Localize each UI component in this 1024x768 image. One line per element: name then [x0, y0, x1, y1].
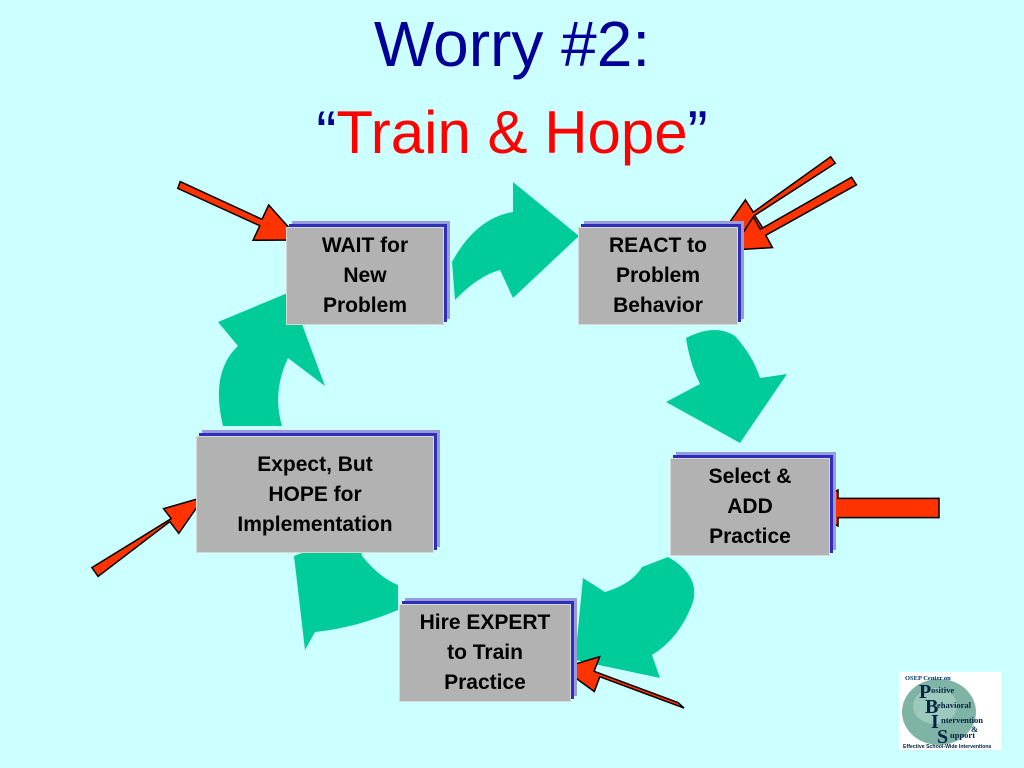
pointer-arrow-wait [176, 180, 302, 241]
step-line: Problem [322, 294, 407, 317]
pbis-logo: OSEP Center on P B I S ositive ehavioral… [899, 672, 1001, 750]
pbis-logo-graphic: OSEP Center on P B I S ositive ehavioral… [902, 675, 992, 750]
logo-letter-s: S [937, 726, 948, 748]
logo-header: OSEP Center on [905, 675, 951, 682]
logo-words: ositive ehavioral ntervention & upport [931, 685, 983, 740]
slide-subtitle: “Train & Hope” [0, 96, 1024, 170]
step-line: Practice [444, 671, 526, 694]
step-line: New [343, 264, 387, 287]
close-quote: ” [687, 99, 708, 166]
cycle-arrows [218, 182, 787, 678]
pointer-arrow-react-1 [718, 155, 837, 238]
logo-letters: P B I S [919, 681, 948, 748]
logo-word: & [971, 724, 978, 734]
cycle-arrow-wait-to-react [452, 182, 579, 300]
step-box-react: REACT to Problem Behavior [578, 227, 738, 325]
step-line: Select & [708, 465, 792, 488]
logo-word: ehavioral [937, 700, 972, 710]
step-text-select: Select & ADD Practice [709, 462, 792, 552]
slide-title: Worry #2: [373, 8, 651, 80]
step-text-expect: Expect, But HOPE for Implementation [237, 450, 392, 540]
cycle-arrow-hire-to-expect [294, 532, 398, 650]
pointer-arrows [90, 155, 940, 709]
step-line: Problem [615, 264, 701, 287]
logo-letter-i: I [931, 711, 939, 733]
step-line: Expect, But [257, 452, 373, 476]
open-quote: “ [316, 99, 337, 166]
step-line: Hire EXPERT [419, 611, 551, 634]
step-line: Behavior [613, 294, 703, 317]
pointer-arrow-hire [560, 655, 685, 709]
step-line: ADD [727, 495, 773, 518]
logo-globe-highlight [913, 688, 957, 724]
cycle-arrow-react-to-select [666, 329, 787, 443]
pointer-arrow-react-2 [730, 176, 858, 251]
cycle-arrow-expect-to-wait [218, 292, 325, 426]
step-line: Implementation [237, 512, 393, 536]
logo-letter-b: B [925, 696, 938, 718]
pointer-arrow-expect [90, 495, 206, 578]
step-box-select: Select & ADD Practice [670, 458, 830, 556]
step-line: HOPE for [268, 482, 362, 506]
step-box-expect: Expect, But HOPE for Implementation [196, 436, 434, 553]
logo-word: ositive [931, 685, 954, 695]
step-line: WAIT for [321, 234, 409, 257]
logo-word: upport [950, 730, 975, 740]
logo-tagline: Effective School-Wide Interventions [903, 744, 992, 750]
step-box-hire: Hire EXPERT to Train Practice [399, 604, 571, 702]
step-line: Practice [709, 525, 791, 548]
step-text-react: REACT to Problem Behavior [609, 231, 707, 321]
step-line: REACT to [609, 234, 707, 257]
step-text-wait: WAIT for New Problem [322, 231, 408, 321]
cycle-arrow-select-to-hire [575, 557, 695, 678]
step-line: to Train [447, 641, 523, 664]
subtitle-accent: Train & Hope [336, 99, 688, 166]
step-box-wait: WAIT for New Problem [286, 227, 444, 325]
step-text-hire: Hire EXPERT to Train Practice [420, 608, 551, 698]
logo-letter-p: P [919, 681, 931, 703]
logo-word: ntervention [941, 715, 983, 725]
